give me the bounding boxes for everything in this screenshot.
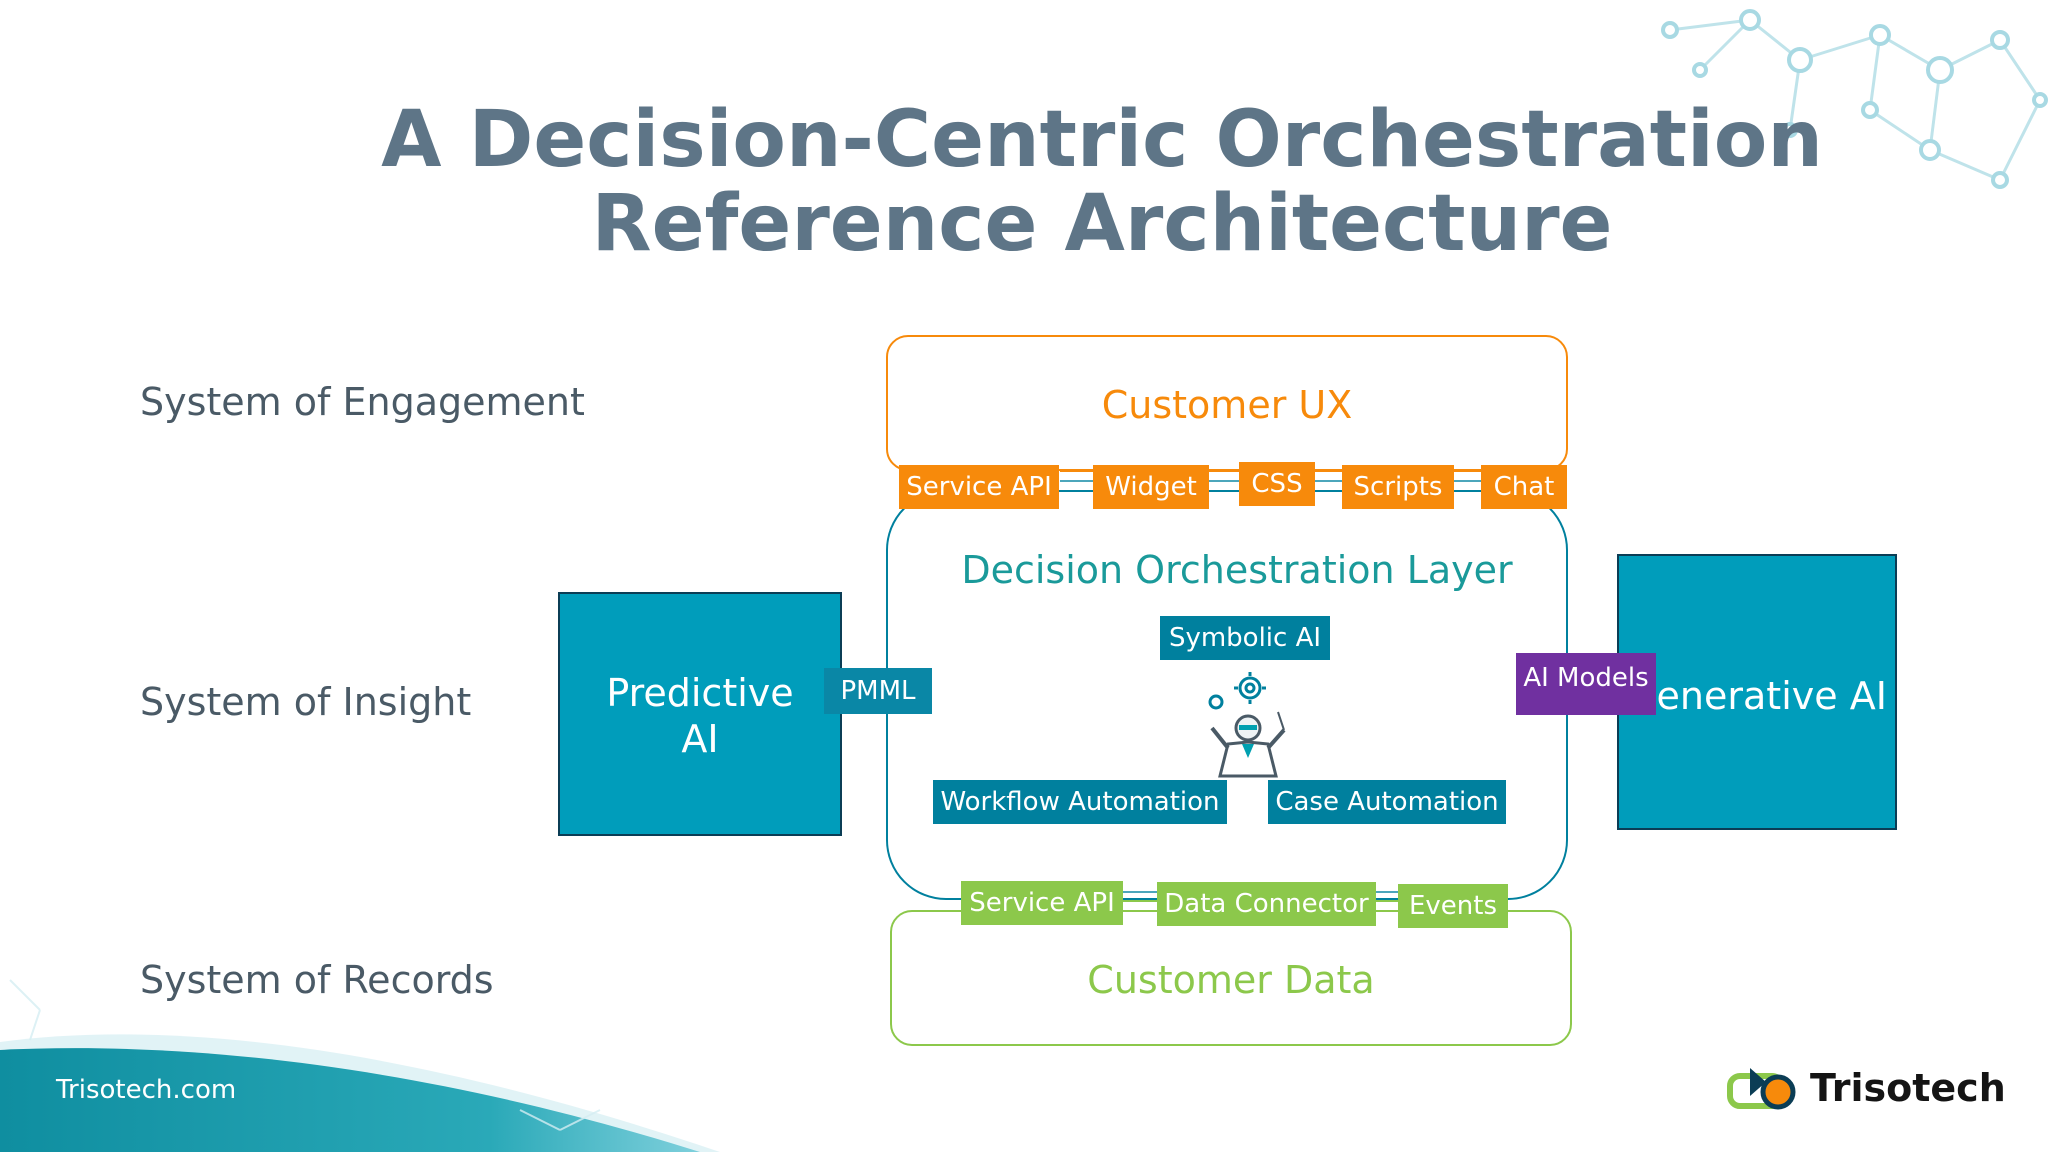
predictive-ai-line-1: Predictive bbox=[606, 671, 794, 715]
brand-logo: Trisotech bbox=[1726, 1062, 2006, 1114]
case-automation-tag[interactable]: Case Automation bbox=[1268, 780, 1506, 824]
data-connector-service-api[interactable]: Service API bbox=[961, 881, 1123, 925]
title-line-2: Reference Architecture bbox=[591, 179, 1613, 269]
predictive-ai-box[interactable]: Predictive AI bbox=[558, 592, 842, 836]
ux-connector-css[interactable]: CSS bbox=[1239, 462, 1315, 506]
row-label-insight: System of Insight bbox=[140, 680, 472, 724]
customer-data-box[interactable]: Customer Data bbox=[890, 910, 1572, 1046]
row-label-engagement: System of Engagement bbox=[140, 380, 585, 424]
brand-name: Trisotech bbox=[1810, 1066, 2006, 1110]
data-connector-events[interactable]: Events bbox=[1398, 884, 1508, 928]
orchestration-label: Decision Orchestration Layer bbox=[961, 548, 1513, 592]
orchestration-box[interactable]: Decision Orchestration Layer bbox=[886, 490, 1568, 900]
footer-wave bbox=[0, 979, 720, 1152]
ux-connector-service-api[interactable]: Service API bbox=[899, 465, 1059, 509]
ai-models-connector[interactable]: AI Models bbox=[1516, 653, 1656, 715]
gear-icon bbox=[1208, 672, 1266, 710]
generative-ai-box[interactable]: Generative AI bbox=[1617, 554, 1897, 830]
trisotech-logo-icon bbox=[1727, 1068, 1796, 1110]
predictive-ai-line-2: AI bbox=[681, 717, 719, 761]
customer-ux-label: Customer UX bbox=[1101, 383, 1353, 427]
row-label-records: System of Records bbox=[140, 958, 494, 1002]
footer-site-link[interactable]: Trisotech.com bbox=[56, 1075, 237, 1105]
ux-connector-scripts[interactable]: Scripts bbox=[1342, 465, 1454, 509]
pmml-connector[interactable]: PMML bbox=[824, 668, 932, 714]
ux-connector-chat[interactable]: Chat bbox=[1481, 465, 1567, 509]
customer-data-label: Customer Data bbox=[1087, 958, 1375, 1002]
page-title: A Decision-Centric Orchestration Referen… bbox=[0, 98, 2048, 266]
workflow-automation-tag[interactable]: Workflow Automation bbox=[933, 780, 1227, 824]
ux-connector-widget[interactable]: Widget bbox=[1093, 465, 1209, 509]
predictive-ai-label: Predictive AI bbox=[560, 670, 840, 762]
symbolic-ai-tag[interactable]: Symbolic AI bbox=[1160, 616, 1330, 660]
data-connector-data-connector[interactable]: Data Connector bbox=[1157, 882, 1376, 926]
customer-ux-box[interactable]: Customer UX bbox=[886, 335, 1568, 471]
conductor-icon bbox=[1208, 672, 1286, 778]
molecule-network-icon bbox=[1661, 9, 2048, 189]
title-line-1: A Decision-Centric Orchestration bbox=[381, 95, 1823, 185]
generative-ai-label: Generative AI bbox=[1627, 674, 1887, 718]
